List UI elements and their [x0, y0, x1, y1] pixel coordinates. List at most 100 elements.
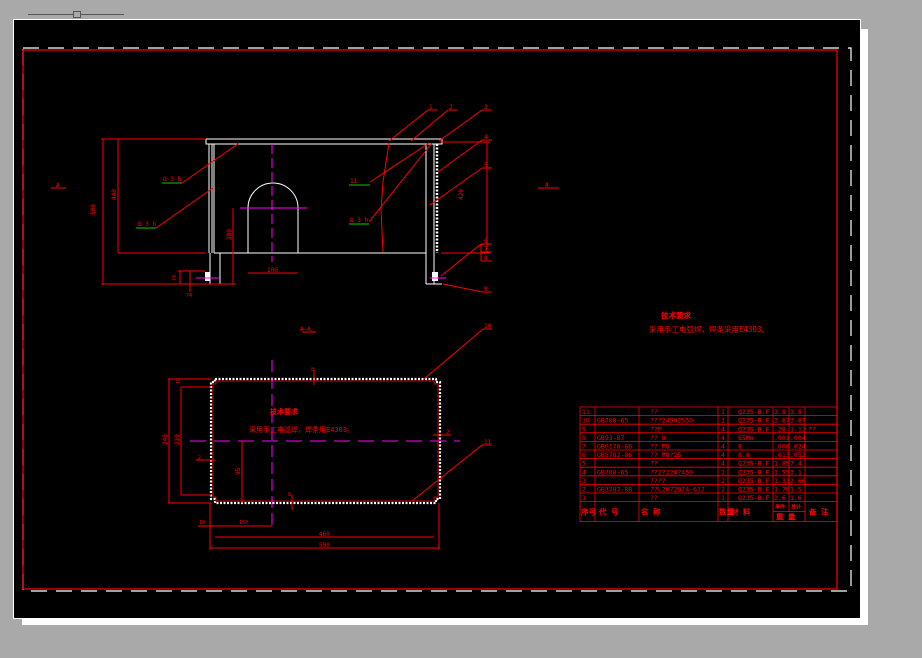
bom-cell: Q235-B.F — [738, 494, 769, 502]
bom-cell: 7 — [582, 443, 586, 451]
bom-cell: 1 — [721, 494, 725, 502]
bom-cell: 2 — [721, 486, 725, 494]
svg-text:2: 2 — [446, 429, 450, 436]
bom-cell: 8 — [582, 434, 586, 442]
svg-text:Ω 3 h: Ω 3 h — [163, 176, 181, 183]
bom-header-cell: 代 号 — [598, 507, 619, 517]
svg-text:460: 460 — [319, 531, 330, 538]
bom-cell: 1.12 — [790, 425, 806, 433]
bom-header-cell: 数量 — [719, 507, 734, 517]
bom-header-cell: 总计 — [791, 504, 801, 511]
svg-text:Ω 3 h: Ω 3 h — [350, 217, 368, 224]
svg-text:10: 10 — [176, 378, 182, 384]
bom-cell: Q235-B.F — [738, 460, 769, 468]
bom-cell: 1.70 — [774, 486, 790, 494]
bom-cell: 4 — [721, 425, 725, 433]
svg-text:74: 74 — [186, 293, 192, 299]
bom-cell: 3 — [582, 477, 586, 485]
svg-text:3: 3 — [484, 104, 488, 111]
bom-cell: 1 — [582, 494, 586, 502]
bom-cell: GB708-65 — [597, 417, 628, 425]
bom-cell: 9 — [582, 425, 586, 433]
bom-cell: 3.8 — [790, 408, 802, 416]
technical-requirements: 技术要求 采用手工电弧焊，焊条采用E4303。 — [649, 310, 769, 334]
svg-text:10: 10 — [484, 323, 492, 330]
bom-cell: .013 — [774, 451, 790, 459]
svg-text:8: 8 — [311, 367, 314, 373]
bom-cell: 1 — [721, 408, 725, 416]
svg-text:7: 7 — [484, 246, 488, 253]
bom-header-cell: 单件 — [775, 504, 785, 511]
bom-cell: ?? M8?25 — [650, 451, 681, 459]
bom-cell: 4 — [721, 460, 725, 468]
bom-cell: ?? — [650, 494, 658, 502]
svg-text:100: 100 — [267, 267, 278, 274]
svg-text:95: 95 — [235, 467, 242, 475]
section-mark-right: A — [538, 182, 559, 189]
svg-text:2: 2 — [449, 104, 453, 111]
svg-text:6: 6 — [484, 238, 488, 245]
bom-cell: 3.8 — [774, 408, 786, 416]
bom-header-cell: 材 料 — [731, 507, 751, 517]
bom-header-cell: 名 称 — [641, 507, 661, 517]
bom-header-cell: 备 注 — [808, 507, 829, 517]
front-view: 500 440 280 100 74 74 420 Ω 3 h Ω 3 h 11… — [90, 138, 490, 299]
bom-cell: 10 — [582, 417, 590, 425]
svg-text:9: 9 — [484, 286, 488, 293]
bom-cell: ??P — [650, 425, 662, 433]
bom-cell: Q235-B.F — [738, 486, 769, 494]
bom-cell: 4 — [721, 451, 725, 459]
bom-cell: Q235-B.F — [738, 417, 769, 425]
bom-cell: Q235-B.F — [738, 477, 769, 485]
bom-cell: .024 — [790, 443, 806, 451]
svg-text:240: 240 — [162, 434, 169, 445]
bom-cell: .28 — [774, 425, 786, 433]
bom-cell: ???24502550 — [650, 417, 693, 425]
svg-text:1: 1 — [429, 104, 433, 111]
bom-cell: .004 — [790, 434, 806, 442]
svg-text:74: 74 — [172, 275, 178, 281]
svg-text:8: 8 — [288, 492, 291, 498]
bom-header-cell: 序号 — [581, 507, 596, 517]
zoom-slider-thumb[interactable] — [73, 11, 81, 18]
svg-text:10: 10 — [199, 520, 205, 526]
bom-cell: 3.87 — [774, 417, 790, 425]
svg-text:500: 500 — [319, 542, 330, 549]
plan-view: 240 230 10 95 500 460 10 150 2 2 8 8 技术要… — [162, 323, 492, 550]
bom-cell: ?? — [808, 425, 816, 433]
bom-cell: GB93-87 — [597, 434, 624, 442]
svg-text:2: 2 — [198, 455, 201, 461]
svg-text:A: A — [56, 182, 60, 189]
bom-cell: 1.85 — [774, 460, 790, 468]
bom-cell: ??L2072074-617 — [650, 486, 705, 494]
svg-text:8: 8 — [484, 255, 488, 262]
bom-cell: 8.8 — [738, 451, 750, 459]
svg-text:技术要求: 技术要求 — [270, 407, 299, 416]
bom-cell: GB3787-88 — [597, 486, 632, 494]
bom-cell: GB5782-86 — [597, 451, 632, 459]
bom-cell: ?? — [650, 408, 658, 416]
bom-cell: .001 — [774, 434, 790, 442]
svg-text:4: 4 — [484, 134, 488, 141]
svg-text:280: 280 — [226, 229, 233, 240]
bom-cell: ?? M8 — [650, 443, 670, 451]
bom-cell: ??2?220?450 — [650, 468, 693, 476]
bom-cell: 2.6 — [774, 494, 786, 502]
svg-text:5: 5 — [484, 162, 488, 169]
bom-cell: 7.4 — [790, 460, 802, 468]
svg-text:500: 500 — [90, 204, 97, 215]
bom-cell: 2 — [721, 477, 725, 485]
bom-cell: 3.1 — [790, 468, 802, 476]
bom-cell: 65Mn — [738, 434, 754, 442]
bom-cell: 2 — [582, 486, 586, 494]
bom-cell: 4 — [721, 434, 725, 442]
bom-cell: 2.66 — [790, 477, 806, 485]
svg-text:420: 420 — [458, 189, 465, 200]
bom-cell: ?? — [650, 460, 658, 468]
section-mark-left: A — [51, 182, 66, 189]
bom-cell: ???? — [650, 477, 666, 485]
svg-text:11: 11 — [350, 178, 358, 185]
bom-cell: 1.5 — [790, 486, 802, 494]
bom-cell: 1 — [721, 417, 725, 425]
